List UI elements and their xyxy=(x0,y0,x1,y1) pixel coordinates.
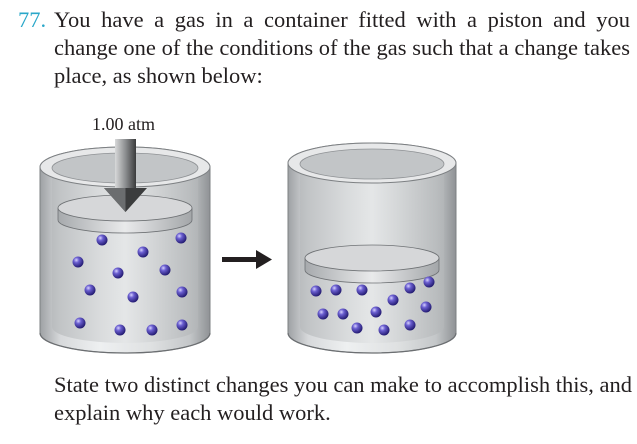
question-block: 77. You have a gas in a container fitted… xyxy=(18,6,630,90)
right-cylinder xyxy=(287,142,457,354)
left-cylinder xyxy=(39,139,211,354)
question-text: You have a gas in a container fitted wit… xyxy=(54,7,630,88)
question-number: 77. xyxy=(18,7,47,32)
right-piston xyxy=(304,244,440,284)
pressure-label: 1.00 atm xyxy=(92,114,155,134)
pressure-arrow-icon xyxy=(104,139,147,212)
right-gas-molecules xyxy=(310,276,435,336)
left-gas-molecules xyxy=(72,232,188,336)
footer-question-text: State two distinct changes you can make … xyxy=(54,372,632,425)
change-arrow-icon xyxy=(222,250,272,269)
